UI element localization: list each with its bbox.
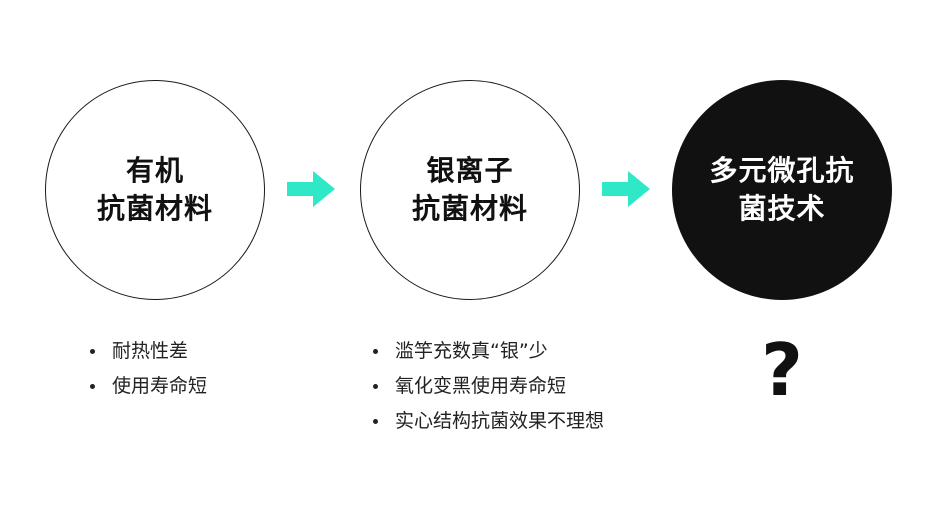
list-item: 氧化变黑使用寿命短 (373, 369, 604, 404)
question-mark: ? (761, 328, 803, 412)
stage-circle-organic: 有机 抗菌材料 (45, 80, 265, 300)
stage-title-line: 抗菌材料 (96, 192, 213, 225)
arrow-right-icon (602, 171, 650, 207)
list-item: 滥竽充数真“银”少 (373, 334, 604, 369)
stage-title-line: 银离子 (426, 154, 514, 187)
organic-drawbacks-list: 耐热性差 使用寿命短 (90, 334, 207, 404)
list-item: 实心结构抗菌效果不理想 (373, 404, 604, 439)
silver-drawbacks-list: 滥竽充数真“银”少 氧化变黑使用寿命短 实心结构抗菌效果不理想 (373, 334, 604, 439)
stage-title-line: 有机 (125, 154, 184, 187)
stage-title-line: 菌技术 (738, 192, 826, 225)
arrow-right-icon (287, 171, 335, 207)
stage-title-line: 多元微孔抗 (709, 154, 855, 187)
stage-circle-microporous: 多元微孔抗 菌技术 (672, 80, 892, 300)
list-item: 使用寿命短 (90, 369, 207, 404)
stage-circle-silver-ion: 银离子 抗菌材料 (360, 80, 580, 300)
stage-title-line: 抗菌材料 (411, 192, 528, 225)
list-item: 耐热性差 (90, 334, 207, 369)
